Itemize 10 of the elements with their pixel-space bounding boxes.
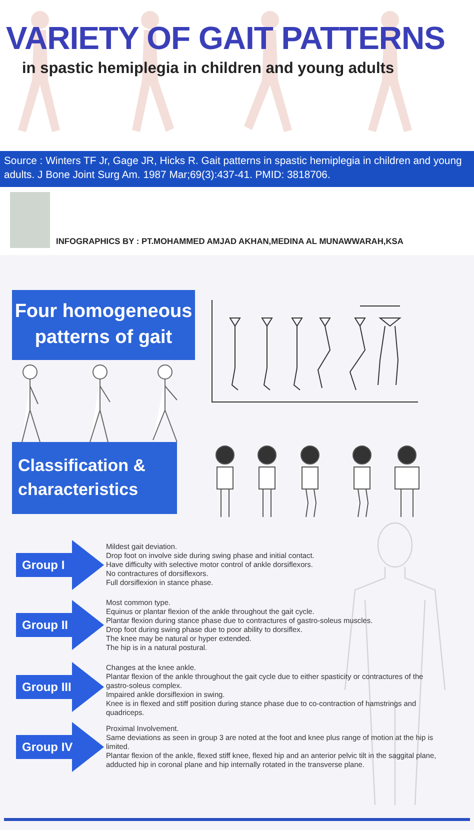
group-tag: Group III [16,662,104,712]
heading-box: Four homogeneous patterns of gait [12,290,195,360]
group-tag: Group II [16,600,104,650]
group-tag: Group IV [16,722,104,772]
heading-box: Classification & characteristics [12,442,177,514]
title: VARIETY OF GAIT PATTERNS [6,20,446,57]
subtitle: in spastic hemiplegia in children and young adults [22,60,396,78]
source-citation: Source : Winters TF Jr, Gage JR, Hicks R. Gait patterns in spastic hemiplegia in children and young adults. J Bone Joint Surg Am. 1987 Mar;69(3):437-41. PMID: 3818706. [0,151,474,187]
author-credit: INFOGRAPHICS BY : PT.MOHAMMED AMJAD AKHAN,MEDINA AL MUNAWWARAH,KSA [56,236,404,246]
group-tag: Group I [16,540,104,590]
